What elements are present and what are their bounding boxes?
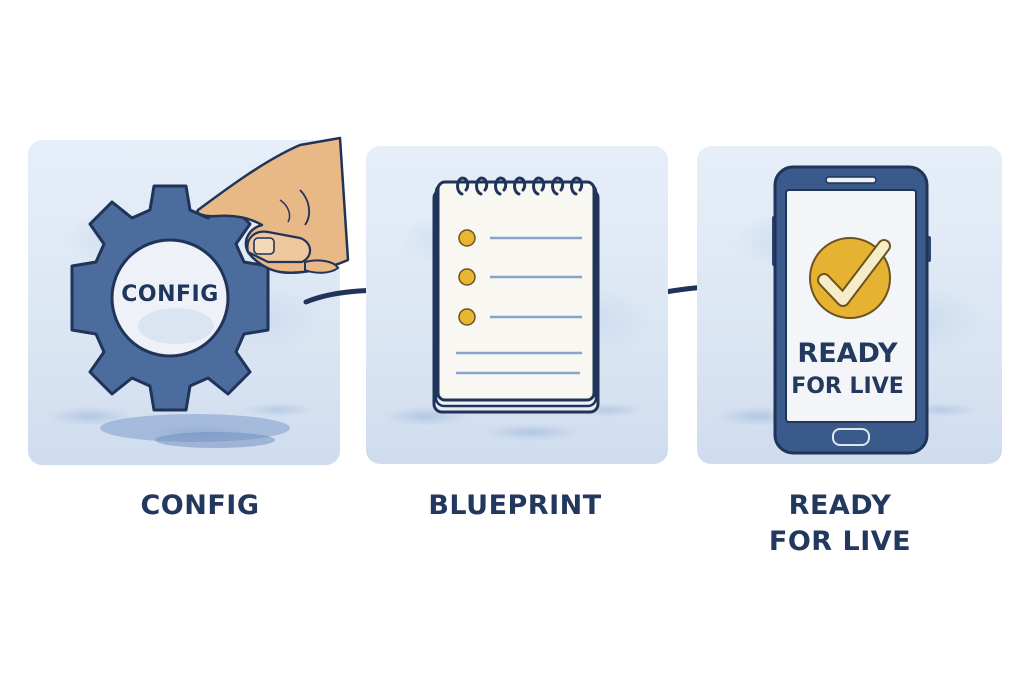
checkmark-badge-icon (809, 237, 891, 319)
phone-screen-subtitle: FOR LIVE (791, 374, 904, 399)
notepad-icon (432, 176, 600, 414)
hand-icon (196, 136, 350, 274)
gear-shadow (100, 414, 290, 448)
step-caption-ready-line1: READY (788, 490, 892, 521)
gear-icon (70, 184, 270, 412)
step-caption-ready-line2: FOR LIVE (768, 526, 912, 557)
bullet-list (456, 229, 582, 375)
gear-label: CONFIG (121, 282, 219, 307)
step-caption-ready: READY FOR LIVE (740, 488, 940, 560)
spiral-binding (456, 176, 584, 196)
phone-screen-title: READY (797, 338, 898, 369)
step-caption-config: CONFIG (140, 490, 260, 521)
step-caption-blueprint: BLUEPRINT (428, 490, 602, 521)
